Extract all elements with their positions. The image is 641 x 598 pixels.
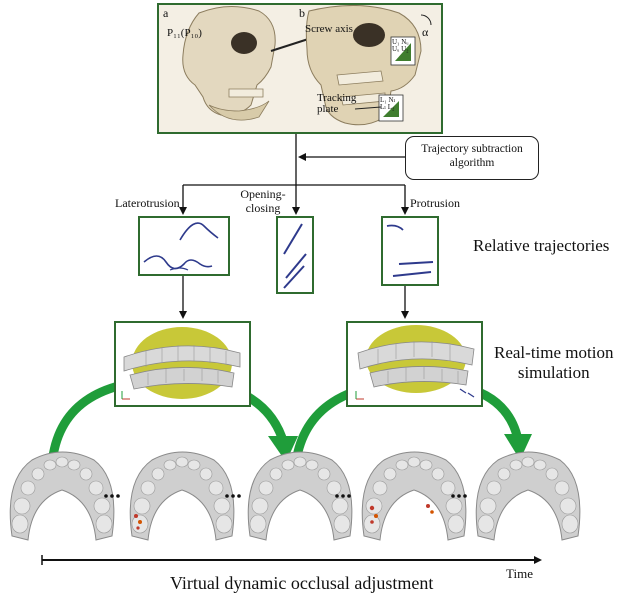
upper-sensor-uu: Uᵤ: [392, 45, 400, 53]
panel-label-a: a: [163, 6, 169, 20]
point-label: P₁₁(P₁₀): [167, 27, 202, 39]
lower-sensor-l2: L₂: [387, 103, 395, 111]
laterotrusion-trajectory: [138, 216, 230, 276]
jaw-model-icon: [121, 327, 241, 400]
skull-panel: a b P₁₁(P₁₀) Screw axis α Tracking plate…: [157, 3, 443, 134]
tracking-plate-label: Tracking plate: [317, 92, 357, 115]
alpha-label: α: [422, 25, 429, 39]
opening-closing-label: Opening- closing: [240, 187, 286, 215]
axis-triad-icon: [355, 391, 364, 400]
skull-illustration: [159, 5, 441, 132]
time-label: Time: [506, 566, 533, 581]
laterotrusion-curve: [143, 222, 219, 271]
lower-sensor-l1: L₁: [380, 96, 387, 104]
panel-label-b: b: [299, 6, 305, 20]
axis-triad-icon: [121, 391, 130, 400]
algorithm-line1: Trajectory subtraction: [421, 143, 523, 155]
lower-sensor-ll: Lₗ: [380, 103, 386, 111]
lower-sensor-nl: Nₗ: [388, 96, 396, 104]
dental-arch-sequence: [9, 451, 581, 541]
protrusion-simulation: [346, 321, 483, 407]
protrusion-curve: [386, 224, 434, 277]
upper-sensor-u1: U₁: [392, 38, 400, 46]
screw-axis-label: Screw axis: [305, 23, 353, 35]
lower-sensor-labels: L₁ Nₗ Lₗ L₂: [380, 97, 395, 111]
protrusion-label: Protrusion: [410, 196, 461, 210]
upper-sensor-labels: U₁ Nᵤ Uᵤ U₂: [392, 39, 409, 53]
jaw-model-icon: [355, 325, 475, 400]
upper-sensor-u2: U₂: [401, 45, 409, 53]
trajectory-subtraction-box: Trajectory subtraction algorithm: [405, 136, 539, 180]
laterotrusion-label: Laterotrusion: [115, 196, 180, 210]
arch-4: [361, 451, 467, 541]
arch-5: [475, 451, 581, 541]
laterotrusion-simulation: [114, 321, 251, 407]
protrusion-trajectory: [381, 216, 439, 286]
upper-sensor-nu: Nᵤ: [401, 38, 409, 46]
relative-trajectories-label: Relative trajectories: [473, 236, 610, 255]
timeline-caption: Virtual dynamic occlusal adjustment: [170, 573, 434, 593]
algorithm-line2: algorithm: [449, 157, 495, 169]
arch-1: [9, 451, 115, 541]
opening-closing-trajectory: [276, 216, 314, 294]
opening-closing-curve: [283, 223, 307, 289]
arch-2: [129, 451, 235, 541]
realtime-simulation-label: Real-time motion simulation: [494, 343, 614, 382]
